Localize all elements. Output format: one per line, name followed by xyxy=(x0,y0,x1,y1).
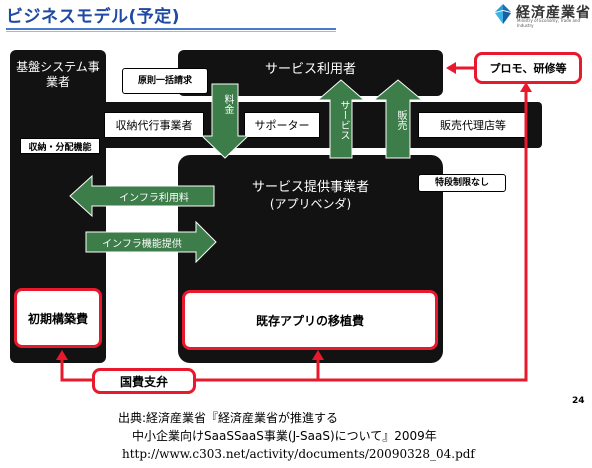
infra-provide-label: インフラ機能提供 xyxy=(102,239,182,250)
ryokin-label: 料金 xyxy=(222,94,233,114)
meti-logo-text: 経済産業省 xyxy=(516,5,591,21)
title-underline xyxy=(6,28,336,30)
page-number: 24 xyxy=(572,396,585,406)
supporter-box: サポーター xyxy=(244,112,320,138)
source-url: http://www.c303.net/activity/documents/2… xyxy=(122,447,475,461)
kokuhi-mid-line xyxy=(196,356,320,382)
service-arrow-label: サービス xyxy=(338,100,349,140)
service-up-arrow xyxy=(316,79,366,159)
meti-logo-icon xyxy=(495,4,511,24)
initial-cost-box: 初期構築費 xyxy=(14,288,102,348)
page-title: ビジネスモデル(予定) xyxy=(6,7,181,27)
shuno-haibun-box: 収納・分配機能 xyxy=(20,138,100,154)
kokuhi-box: 国費支弁 xyxy=(92,368,196,394)
tokudan-seigen-callout: 特段制限なし xyxy=(418,174,506,192)
provider-label-line2: (アプリベンダ) xyxy=(269,197,352,211)
meti-logo-subtitle: Ministry of Economy, Trade and Industry xyxy=(517,18,580,28)
kokuhi-left-arrowhead xyxy=(56,350,68,360)
kokuhi-right-arrowhead xyxy=(520,82,532,92)
kokuhi-left-line xyxy=(60,356,92,382)
kokuhi-right-line xyxy=(318,88,528,382)
hanbai-up-arrow xyxy=(372,79,424,159)
source-line2: 中小企業向けSaaSSaaS事業(J-SaaS)について』2009年 xyxy=(132,429,437,443)
hanbai-dairi-box: 販売代理店等 xyxy=(418,112,528,138)
service-user-label: サービス利用者 xyxy=(264,62,356,77)
kiban-system-label: 基盤システム事業者 xyxy=(16,60,100,89)
infra-provide-right-arrow xyxy=(85,220,217,264)
source-line1: 出典:経済産業省『経済産業省が推進する xyxy=(118,411,339,425)
provider-label-line1: サービス提供事業者 xyxy=(251,180,369,195)
ryokin-down-arrow xyxy=(200,83,250,159)
gensoku-ikkatsu-callout: 原則一括請求 xyxy=(122,68,208,94)
shuno-daiko-box: 収納代行事業者 xyxy=(104,112,204,138)
infra-fee-label: インフラ利用料 xyxy=(119,193,189,204)
promo-arrowhead xyxy=(446,62,456,74)
infra-fee-left-arrow xyxy=(69,174,215,218)
migration-cost-box: 既存アプリの移植費 xyxy=(182,290,438,350)
kokuhi-mid-arrowhead xyxy=(312,350,324,360)
title-underline-thin xyxy=(6,31,336,32)
promo-box: プロモ、研修等 xyxy=(474,52,582,84)
hanbai-arrow-label: 販売 xyxy=(395,110,406,130)
